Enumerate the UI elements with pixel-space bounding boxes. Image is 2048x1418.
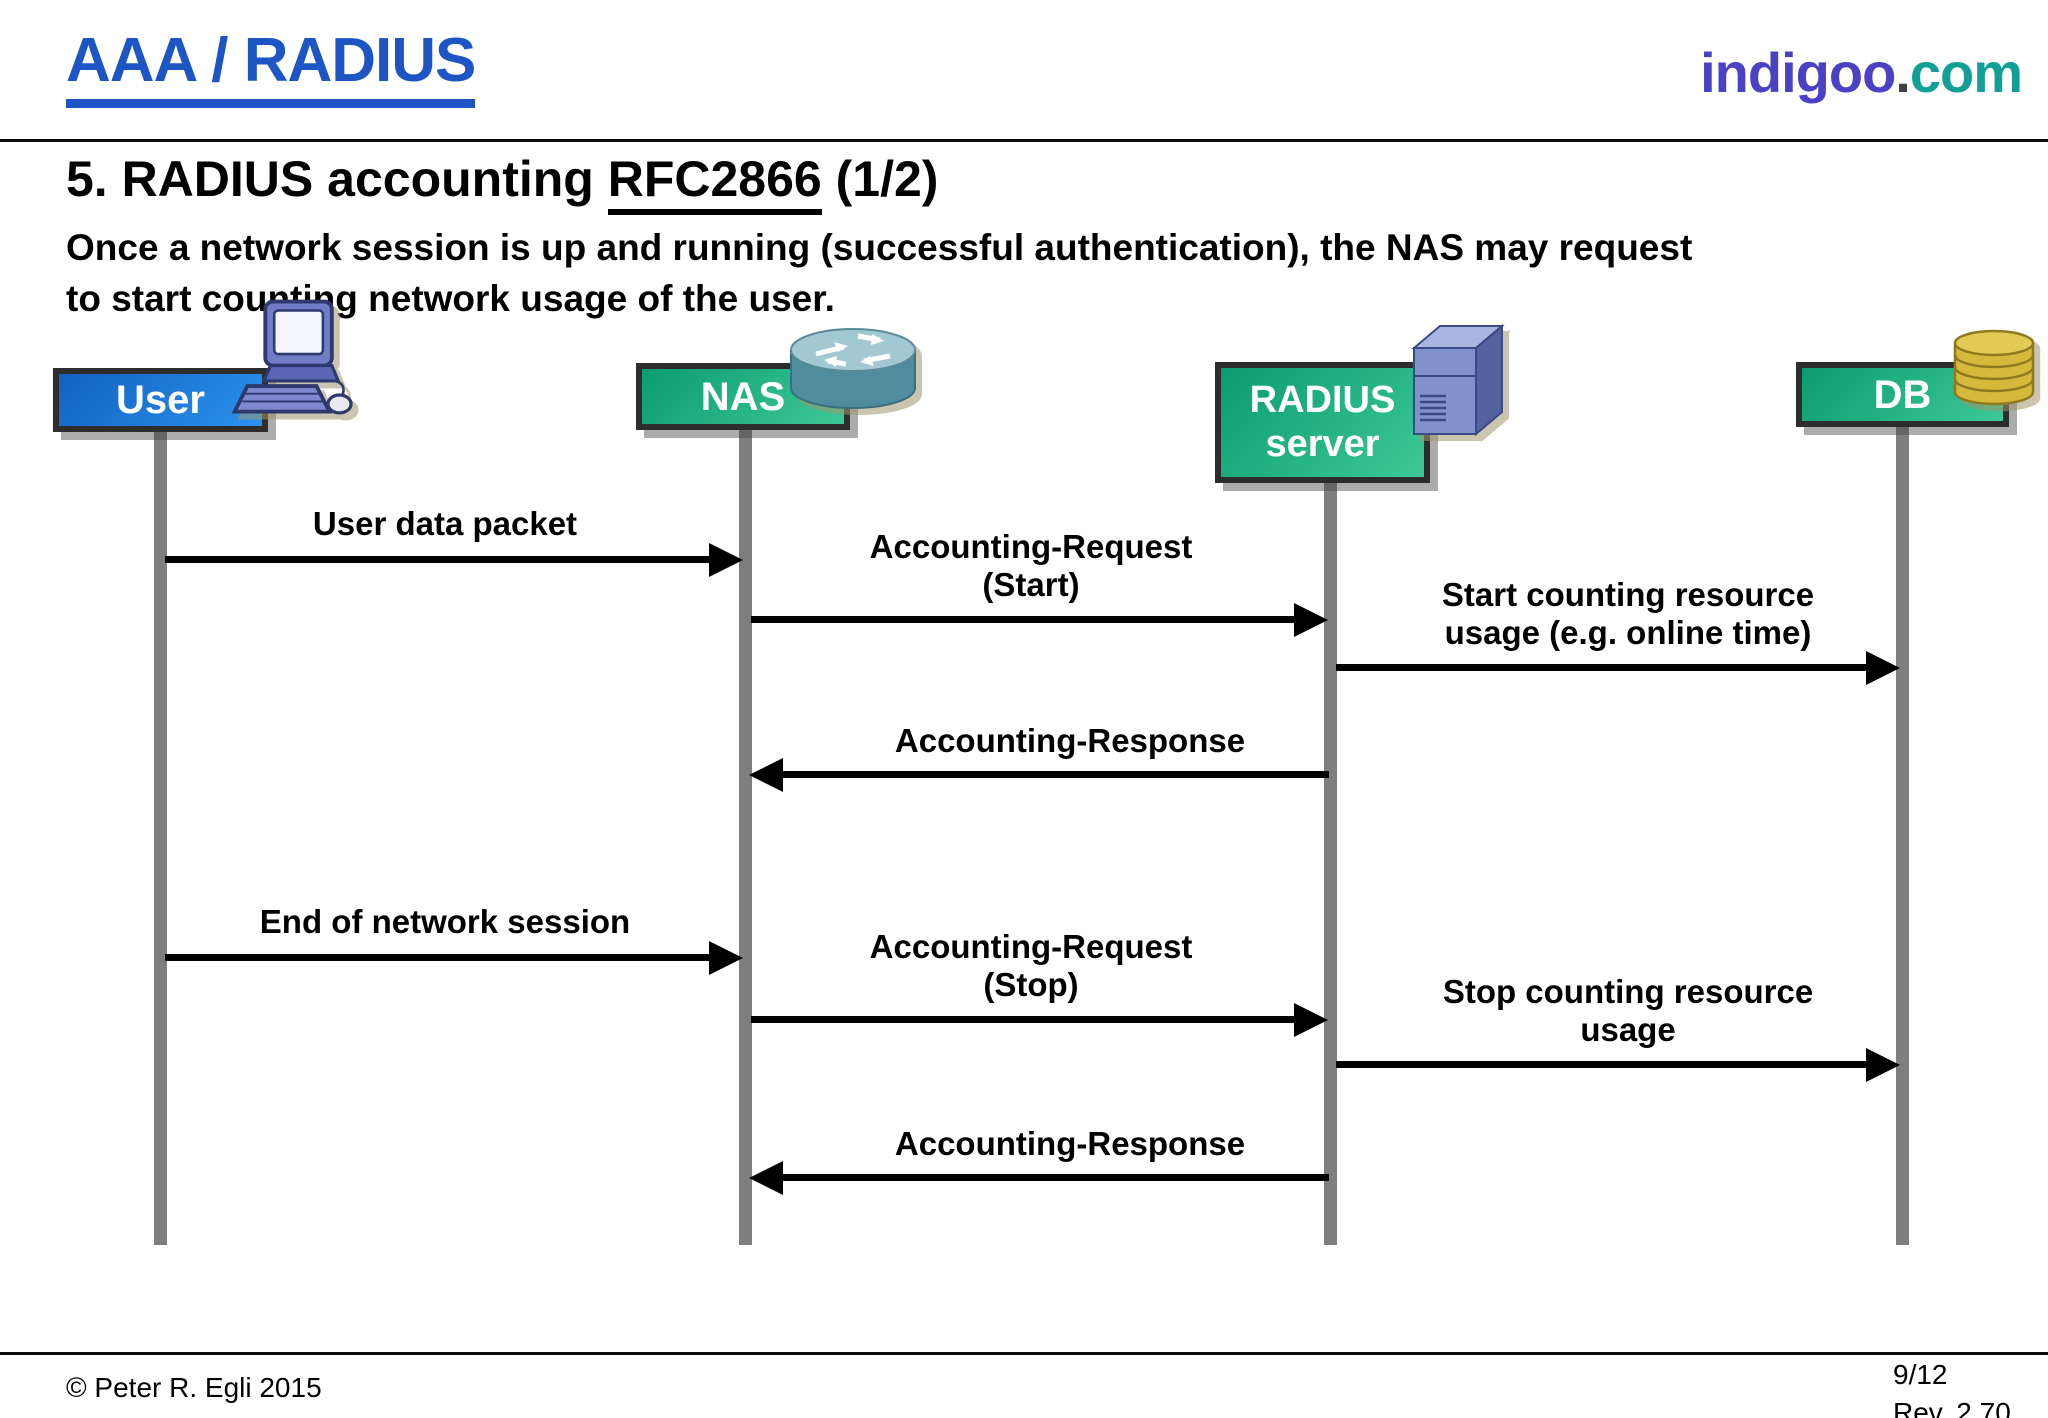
message-arrow-radius-to-db xyxy=(1336,664,1867,671)
lifeline-radius-server xyxy=(1324,470,1337,1245)
message-label: Stop counting resource usage xyxy=(1442,973,1814,1048)
logo-dot: . xyxy=(1895,41,1911,104)
server-icon xyxy=(1411,323,1505,437)
actor-box-radius-server: RADIUS server xyxy=(1215,362,1430,483)
message-label: User data packet xyxy=(312,505,578,542)
message-arrow-user-to-nas-end xyxy=(165,954,710,961)
message-label: End of network session xyxy=(259,903,631,940)
copyright-text: © Peter R. Egli 2015 xyxy=(66,1372,322,1403)
logo-part-com: com xyxy=(1909,41,2023,104)
message-label: Accounting-Request (Start) xyxy=(869,528,1193,603)
brand-logo: indigoo.com xyxy=(1700,40,2023,105)
message-arrow-user-to-nas xyxy=(165,556,710,563)
lifeline-user xyxy=(154,420,167,1245)
header-divider xyxy=(0,139,2048,142)
computer-icon xyxy=(232,299,353,415)
message-arrow-radius-to-db-stop xyxy=(1336,1061,1867,1068)
router-icon xyxy=(790,328,916,409)
page-title: AAA / RADIUS xyxy=(66,28,476,109)
actor-label-nas: NAS xyxy=(700,374,786,419)
logo-part-indigoo: indigoo xyxy=(1700,41,1896,104)
message-arrow-radius-to-nas-response xyxy=(782,1174,1329,1181)
message-arrow-nas-to-radius-stop xyxy=(751,1016,1295,1023)
actor-label-db: DB xyxy=(1873,372,1932,417)
message-arrow-radius-to-nas xyxy=(782,771,1329,778)
lifeline-db xyxy=(1896,418,1909,1245)
section-title-suffix: (1/2) xyxy=(821,151,939,207)
section-title: 5. RADIUS accounting RFC2866 (1/2) xyxy=(66,150,939,215)
message-arrow-nas-to-radius xyxy=(751,616,1295,623)
footer-divider xyxy=(0,1352,2048,1355)
message-label: Accounting-Request (Stop) xyxy=(869,928,1193,1003)
page-info: 9/12 Rev. 2.70 xyxy=(1893,1356,2011,1418)
actor-box-user: User xyxy=(53,368,268,432)
actor-label-radius-server: RADIUS server xyxy=(1249,378,1396,465)
rfc-link-text: RFC2866 xyxy=(607,151,822,215)
message-label: Accounting-Response xyxy=(894,1125,1246,1162)
message-label: Accounting-Response xyxy=(894,722,1246,759)
section-title-prefix: 5. RADIUS accounting xyxy=(66,151,608,207)
revision-number: Rev. 2.70 xyxy=(1893,1396,2011,1418)
actor-label-user: User xyxy=(116,378,205,422)
page-number: 9/12 xyxy=(1893,1359,1948,1390)
message-label: Start counting resource usage (e.g. onli… xyxy=(1441,576,1815,651)
slide-description: Once a network session is up and running… xyxy=(66,227,1693,320)
database-icon xyxy=(1953,329,2035,406)
lifeline-nas xyxy=(739,420,752,1245)
